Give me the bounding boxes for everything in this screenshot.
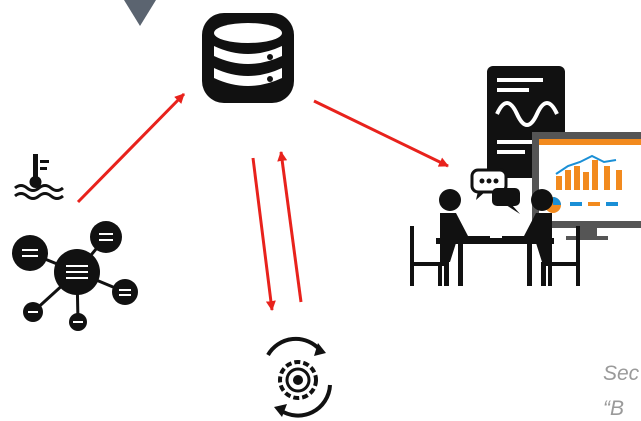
database-icon	[202, 13, 294, 103]
caption-line-1: Sec	[603, 362, 640, 385]
arrow-group	[76, 92, 449, 311]
caption-line-2: “B	[603, 397, 624, 420]
top-triangle-marker	[124, 0, 156, 26]
network-hub-icon	[12, 221, 138, 331]
arrow-database-to-meeting	[313, 99, 449, 168]
arrow-database-to-processing	[251, 157, 276, 311]
meeting-table-icon	[410, 168, 580, 286]
analytics-monitor-icon	[532, 132, 641, 240]
arrow-processing-to-database	[277, 151, 303, 303]
gear-cycle-icon	[266, 336, 332, 418]
water-temperature-icon	[14, 154, 64, 200]
arrow-network-to-database	[76, 92, 186, 204]
